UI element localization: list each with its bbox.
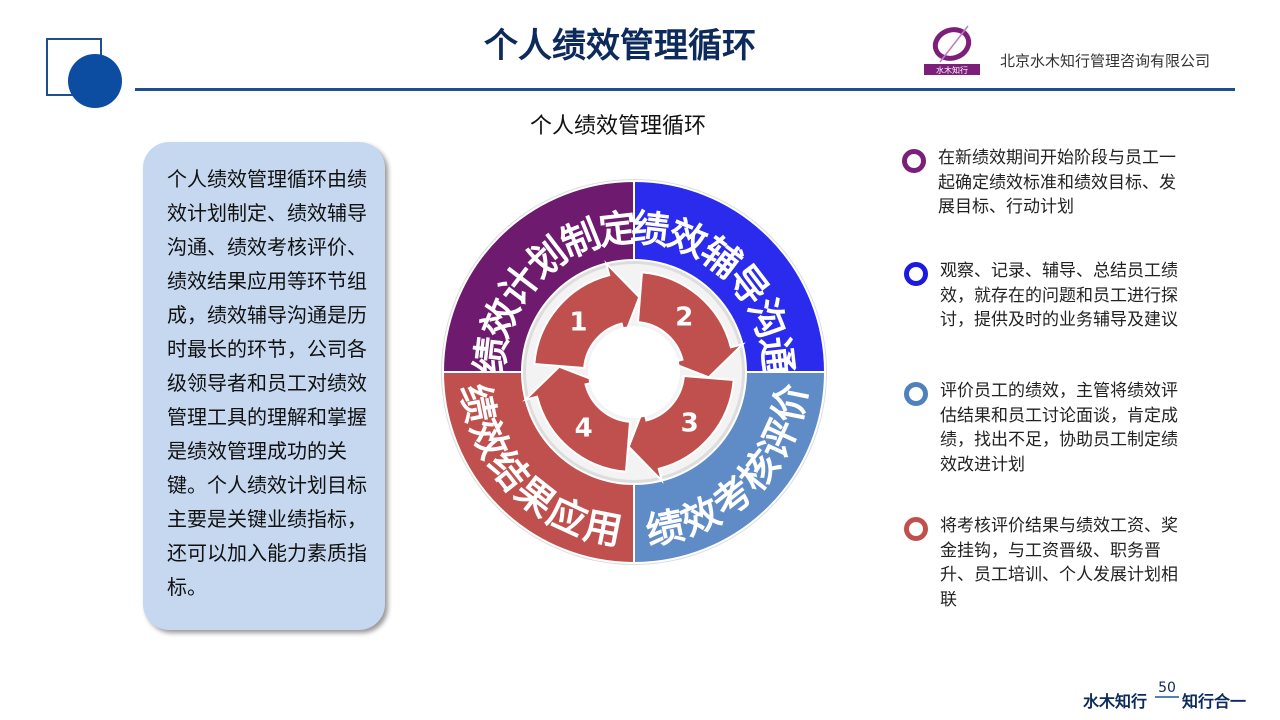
company-name: 北京水木知行管理咨询有限公司 <box>1000 52 1211 70</box>
cycle-segment <box>633 179 827 373</box>
cycle-arrow <box>627 374 735 484</box>
decor-circle <box>68 54 122 108</box>
bullet-item: 将考核评价结果与绩效工资、奖金挂钩，与工资晋级、职务晋升、员工培训、个人发展计划… <box>904 514 1190 612</box>
bullet-circle-icon <box>904 382 928 406</box>
cycle-segment <box>441 371 635 565</box>
description-box: 个人绩效管理循环由绩效计划制定、绩效辅导沟通、绩效考核评价、绩效结果应用等环节组… <box>143 142 385 630</box>
page-number: 50 <box>1155 680 1179 698</box>
cycle-arrow <box>522 365 632 473</box>
bullet-circle-icon <box>904 262 928 286</box>
bullet-text: 将考核评价结果与绩效工资、奖金挂钩，与工资晋级、职务晋升、员工培训、个人发展计划… <box>940 516 1178 610</box>
logo-text: 水木知行 <box>936 65 968 75</box>
diagram-title: 个人绩效管理循环 <box>530 114 707 139</box>
bullet-circle-icon <box>902 149 926 173</box>
header-divider <box>135 88 1235 91</box>
step-number: 1 <box>569 308 587 338</box>
cycle-arrow <box>533 260 641 370</box>
company-logo: 水木知行 <box>924 25 980 75</box>
step-number: 3 <box>681 408 699 438</box>
bullet-item: 评价员工的绩效，主管将绩效评估结果和员工讨论面谈，肯定成绩，找出不足，协助员工制… <box>904 379 1190 477</box>
bullet-text: 评价员工的绩效，主管将绩效评估结果和员工讨论面谈，肯定成绩，找出不足，协助员工制… <box>940 381 1178 475</box>
bullet-item: 观察、记录、辅导、总结员工绩效，就存在的问题和员工进行探讨，提供及时的业务辅导及… <box>904 259 1190 333</box>
bullet-text: 观察、记录、辅导、总结员工绩效，就存在的问题和员工进行探讨，提供及时的业务辅导及… <box>940 261 1178 330</box>
bullet-circle-icon <box>904 517 928 541</box>
page-title: 个人绩效管理循环 <box>484 26 756 66</box>
cycle-arrow <box>636 271 746 379</box>
step-number: 4 <box>575 414 593 444</box>
bullet-item: 在新绩效期间开始阶段与员工一起确定绩效标准和绩效目标、发展目标、行动计划 <box>902 146 1188 220</box>
cycle-segment <box>633 371 827 565</box>
bullet-text: 在新绩效期间开始阶段与员工一起确定绩效标准和绩效目标、发展目标、行动计划 <box>938 148 1176 217</box>
footer-brand: 水木知行 <box>1083 692 1148 711</box>
step-number: 2 <box>675 302 693 332</box>
cycle-segment <box>441 179 635 373</box>
footer-slogan: 知行合一 <box>1182 692 1247 711</box>
